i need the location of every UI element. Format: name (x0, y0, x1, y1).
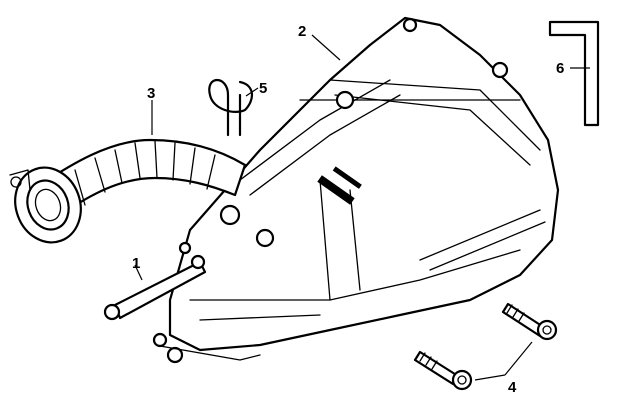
drain-tube (103, 241, 207, 321)
leader-lines (134, 34, 590, 381)
callout-4: 4 (508, 379, 517, 396)
callout-3: 3 (147, 85, 155, 102)
callout-5: 5 (259, 80, 267, 97)
leader-1 (134, 264, 143, 281)
bolt-lower (413, 350, 473, 391)
l-pipe (548, 20, 600, 127)
leader-2 (311, 34, 341, 61)
callout-6: 6 (556, 60, 564, 77)
air-filter-housing (152, 16, 560, 364)
spring-clip (208, 78, 253, 137)
leader-4 (474, 341, 533, 381)
callout-2: 2 (298, 23, 306, 40)
callout-1: 1 (132, 255, 140, 272)
bolt-upper (501, 302, 558, 341)
leader-5 (245, 87, 259, 97)
intake-hose (9, 138, 247, 244)
